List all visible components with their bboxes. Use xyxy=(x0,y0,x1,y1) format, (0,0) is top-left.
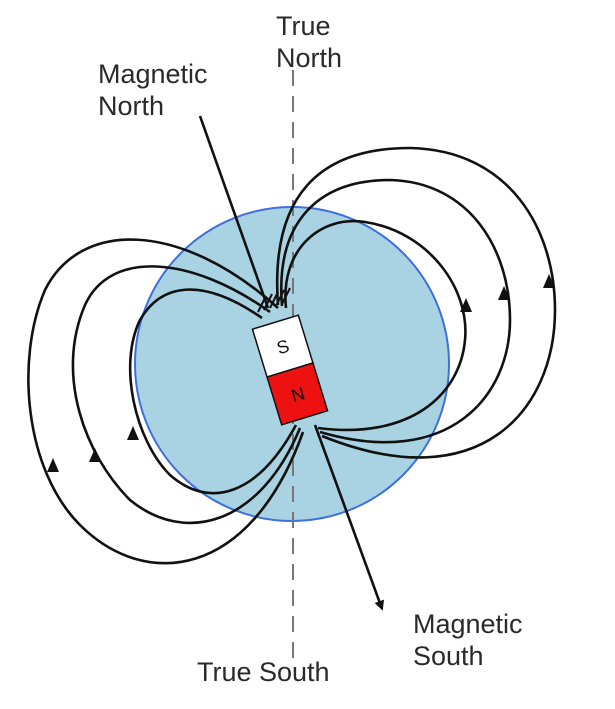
field-line-left-middle xyxy=(71,265,302,525)
magnetic-south-label-line2: South xyxy=(413,641,484,671)
field-lines-left xyxy=(27,238,305,565)
field-line-right-outer xyxy=(275,146,557,459)
true-north-label-line1: True xyxy=(276,11,331,41)
arrow-right-middle xyxy=(498,286,510,300)
field-lines-right xyxy=(275,146,557,459)
magnetic-north-label-line1: Magnetic xyxy=(98,59,208,89)
magnetic-north-label: Magnetic North xyxy=(98,58,208,122)
arrow-right-inner xyxy=(460,298,472,312)
magnet-south-label: S xyxy=(274,336,291,359)
bar-magnet: S N xyxy=(251,314,329,426)
magnet-top-field-ends xyxy=(257,287,291,313)
arrow-left-middle xyxy=(89,448,101,462)
field-line-right-middle xyxy=(279,178,512,444)
arrow-right-outer xyxy=(543,274,555,288)
true-south-label: True South xyxy=(197,657,330,687)
true-north-label: True North xyxy=(276,10,342,74)
field-direction-arrows xyxy=(47,274,555,472)
magnet-north-label: N xyxy=(289,383,307,406)
magnet-north-pole xyxy=(266,362,329,426)
magnetic-north-label-line2: North xyxy=(98,91,165,121)
arrow-left-outer xyxy=(47,458,59,472)
magnetic-south-label-line1: Magnetic xyxy=(413,609,523,639)
field-line-right-inner xyxy=(284,219,467,432)
magnetic-south-pointer xyxy=(313,424,384,611)
field-line-left-outer xyxy=(27,238,305,565)
arrow-left-inner xyxy=(127,426,139,440)
magnetic-south-label: Magnetic South xyxy=(413,608,523,672)
true-north-label-line2: North xyxy=(276,43,343,73)
magnetic-north-pointer xyxy=(198,115,270,309)
field-line-left-inner xyxy=(128,288,298,495)
